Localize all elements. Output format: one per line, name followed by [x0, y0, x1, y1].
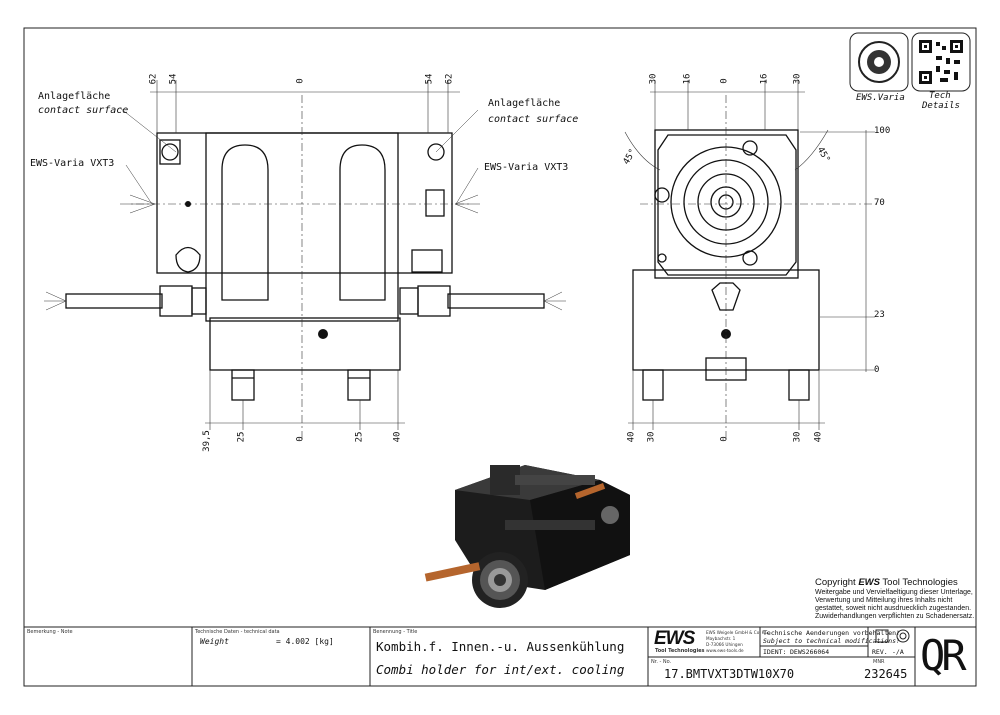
copyright-line-2: Verwertung und Mitteilung ihres Inhalts …: [815, 597, 953, 604]
dim-front-top-1: 62: [148, 73, 159, 85]
copyright-line-3: gestattet, soweit nicht ausdruecklich zu…: [815, 605, 972, 612]
dim-side-right-2: 70: [874, 198, 885, 208]
rev-label: REV.: [872, 648, 888, 656]
dim-front-top-5: 62: [444, 73, 455, 85]
dim-front-top-3: 0: [295, 78, 306, 84]
dim-side-bottom-3: 0: [719, 436, 730, 442]
title-block: [24, 626, 976, 686]
contact-label-en-left: contact surface: [38, 105, 129, 116]
dim-front-bottom-2: 25: [236, 431, 247, 443]
dim-side-top-4: 16: [759, 73, 770, 85]
nr-label: Nr. - No.: [651, 659, 672, 665]
copyright-heading: Copyright EWS Tool Technologies: [815, 577, 958, 588]
dim-front-bottom-3: 0: [295, 436, 306, 442]
part-number: 17.BMTVXT3DTW10X70: [664, 667, 795, 681]
dim-front-bottom-5: 40: [392, 431, 403, 443]
dim-side-bottom-2: 30: [646, 431, 657, 443]
change-note-de: Technische Aenderungen vorbehalten!: [763, 629, 900, 637]
copyright-line-4: Zuwiderhandlungen verpflichten zu Schade…: [815, 613, 975, 620]
varia-label-left: EWS-Varia VXT3: [30, 158, 115, 169]
isometric-render: [424, 465, 630, 608]
dim-side-bottom-1: 40: [626, 431, 637, 443]
remark-header: Bemerkung - Note: [27, 629, 73, 635]
dim-front-bottom-1: 39,5: [201, 430, 212, 452]
title-header: Benennung - Title: [373, 629, 418, 635]
techdata-header: Technische Daten - technical data: [195, 629, 280, 635]
tech-details-label-1[interactable]: Tech: [929, 91, 951, 101]
ews-logo: EWS: [654, 628, 695, 649]
copyright-line-1: Weitergabe und Vervielfaeltigung dieser …: [815, 589, 973, 596]
company-line-3: D-73066 Uhingen: [706, 642, 743, 647]
company-line-1: EWS Weigele GmbH & Co. KG: [706, 630, 768, 635]
dim-side-bottom-5: 40: [813, 431, 824, 443]
contact-label-de-right: Anlagefläche: [488, 98, 561, 109]
varia-label-right: EWS-Varia VXT3: [484, 162, 569, 173]
dim-front-bottom-4: 25: [354, 431, 365, 443]
title-de: Kombih.f. Innen.-u. Aussenkühlung: [376, 639, 625, 654]
dim-side-right-4: 0: [874, 365, 880, 375]
qr-mark[interactable]: QR: [920, 631, 967, 680]
weight-label: Weight: [200, 637, 229, 646]
ident-label: IDENT:: [763, 648, 787, 656]
dim-side-bottom-4: 30: [792, 431, 803, 443]
company-line-4: www.ews-tools.de: [706, 648, 744, 653]
change-note-en: Subject to technical modifications!: [763, 637, 900, 645]
dim-side-top-5: 30: [792, 73, 803, 85]
company-line-2: Maybachstr. 1: [706, 636, 736, 641]
contact-label-en-right: contact surface: [488, 114, 579, 125]
ident-value: DEWS266064: [790, 648, 830, 656]
qr-code-icon: [919, 40, 963, 84]
dim-side-top-3: 0: [719, 78, 730, 84]
contact-label-de-left: Anlagefläche: [38, 91, 111, 102]
dim-side-top-1: 30: [648, 73, 659, 85]
dim-side-top-2: 16: [682, 73, 693, 85]
dim-side-right-3: 23: [874, 310, 885, 320]
tech-details-label-2[interactable]: Details: [922, 101, 960, 111]
ews-logo-sub: Tool Technologies: [655, 648, 705, 654]
front-view: [65, 132, 545, 401]
dim-front-top-4: 54: [424, 73, 435, 85]
weight-value: = 4.002 [kg]: [276, 637, 334, 646]
title-en: Combi holder for int/ext. cooling: [376, 662, 625, 677]
mnr-label: MNR: [873, 659, 885, 665]
mnr-value: 232645: [864, 667, 908, 681]
rev-value: -/A: [892, 648, 904, 656]
dim-front-top-2: 54: [168, 73, 179, 85]
dim-side-right-1: 100: [874, 126, 891, 136]
ews-varia-badge-label[interactable]: EWS.Varia: [856, 93, 905, 103]
